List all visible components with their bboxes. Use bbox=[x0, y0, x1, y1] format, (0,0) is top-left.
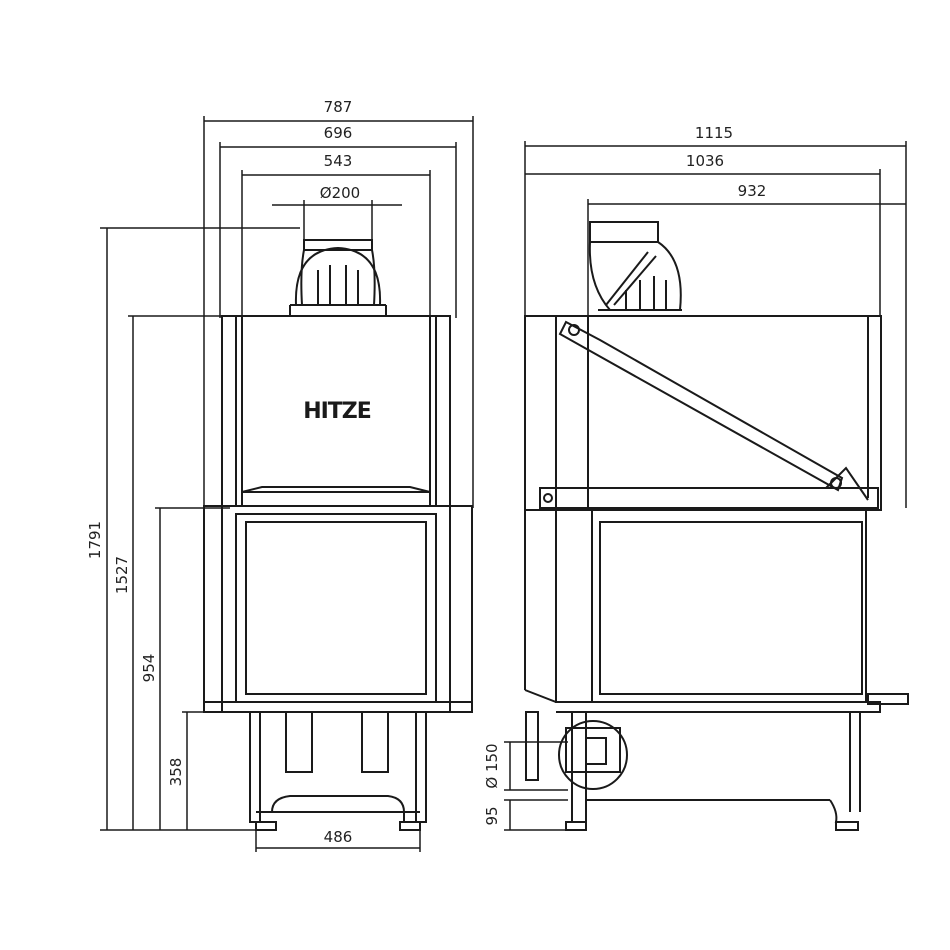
dim-358: 358 bbox=[167, 758, 185, 787]
flue-collar bbox=[289, 239, 387, 316]
dim-1527: 1527 bbox=[113, 556, 131, 594]
side-view: 1115 1036 932 bbox=[483, 124, 909, 831]
dim-1115: 1115 bbox=[695, 124, 733, 142]
dim-1791: 1791 bbox=[86, 521, 104, 559]
front-width-dimensions bbox=[203, 116, 474, 508]
side-firebox bbox=[524, 316, 909, 713]
dim-air-inlet-diameter: Ø 150 bbox=[483, 743, 501, 788]
side-depth-dimensions bbox=[524, 141, 907, 508]
side-stand bbox=[525, 711, 861, 831]
side-flue bbox=[588, 221, 682, 311]
dim-95: 95 bbox=[483, 806, 501, 825]
front-height-dimensions bbox=[100, 227, 300, 831]
side-inlet-dimensions bbox=[504, 741, 568, 831]
front-firebox bbox=[203, 505, 473, 713]
front-stand bbox=[249, 711, 427, 831]
dim-486: 486 bbox=[324, 828, 353, 846]
dim-787: 787 bbox=[324, 98, 353, 116]
dim-932: 932 bbox=[738, 182, 767, 200]
front-stand-dimension bbox=[255, 826, 421, 852]
dim-543: 543 bbox=[324, 152, 353, 170]
dim-954: 954 bbox=[140, 654, 158, 683]
door-lift-arm bbox=[543, 320, 869, 503]
air-inlet bbox=[558, 720, 628, 790]
dim-696: 696 bbox=[324, 124, 353, 142]
dim-1036: 1036 bbox=[686, 152, 724, 170]
dim-flue-diameter: Ø200 bbox=[320, 184, 360, 202]
brand-logo: HITZE bbox=[303, 399, 371, 424]
front-view: 787 696 543 Ø200 1791 1527 954 358 bbox=[86, 98, 474, 852]
